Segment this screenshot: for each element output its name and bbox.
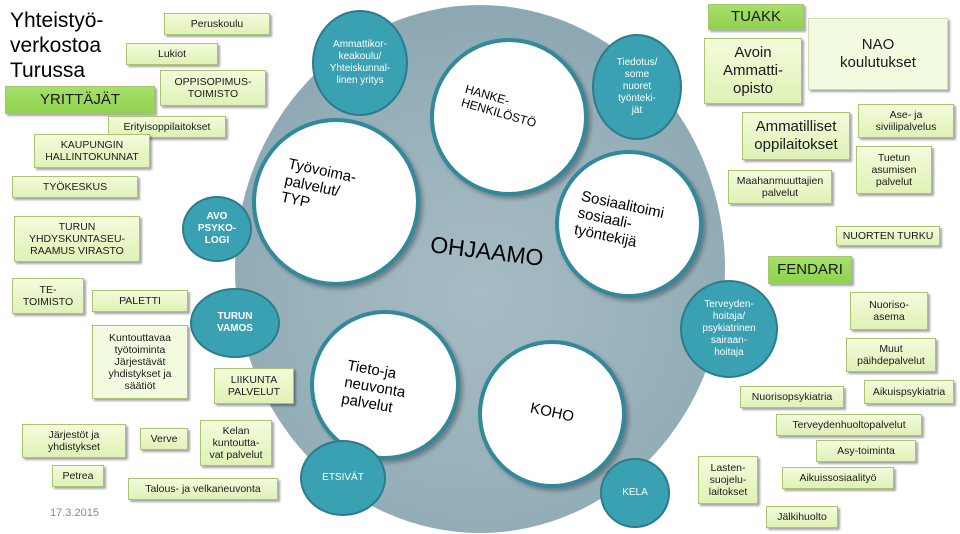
box-tuakk: TUAKK [708, 4, 804, 30]
box-talous: Talous- ja velkaneuvonta [128, 478, 278, 500]
circle-tyovoima: Työvoima- palvelut/ TYP [252, 118, 420, 286]
circle-terveydenhoitaja: Terveyden- hoitaja/ psykiatrinen sairaan… [680, 280, 778, 378]
tieto-label: Tieto-ja neuvonta palvelut [340, 357, 407, 417]
box-peruskoulu: Peruskoulu [164, 13, 270, 35]
box-verve: Verve [140, 428, 188, 450]
circle-tiedotus: Tiedotus/ some nuoret työnteki- jät [592, 34, 682, 140]
box-aikuispsyk: Aikuispsykiatria [864, 380, 954, 404]
box-liikunta: LIIKUNTA PALVELUT [214, 368, 294, 404]
box-petrea: Petrea [52, 465, 104, 487]
tyovoima-label: Työvoima- palvelut/ TYP [279, 155, 358, 212]
box-tyokeskus: TYÖKESKUS [12, 176, 138, 198]
box-muut: Muut päihdepalvelut [846, 338, 936, 372]
circle-tieto: Tieto-ja neuvonta palvelut [310, 310, 460, 460]
circle-kela: KELA [600, 458, 670, 528]
box-kelan: Kelan kuntoutta- vat palvelut [200, 420, 272, 466]
box-nuorten-turku: NUORTEN TURKU [836, 226, 940, 246]
box-tuetun: Tuetun asumisen palvelut [856, 146, 932, 194]
koho-label: KOHO [528, 399, 576, 426]
sosiaali-label: Sosiaalitoimi sosiaali- työntekijä [572, 187, 666, 251]
circle-ammattikorkeakoulu: Ammattikor- keakoulu/ Yhteiskunnal- line… [312, 10, 408, 116]
circle-koho: KOHO [478, 340, 626, 488]
box-te: TE- TOIMISTO [12, 278, 84, 314]
box-ase: Ase- ja siviilipalvelus [858, 104, 954, 138]
box-maahanmuuttajien: Maahanmuuttajien palvelut [728, 170, 832, 204]
box-lukiot: Lukiot [126, 43, 218, 65]
box-kaupungin: KAUPUNGIN HALLINTOKUNNAT [34, 134, 150, 168]
page-title: Yhteistyö- verkostoa Turussa [10, 9, 104, 82]
circle-etsivat: ETSIVÄT [300, 440, 386, 516]
date-label: 17.3.2015 [50, 507, 99, 519]
box-aikuissos: Aikuissosiaalityö [782, 467, 894, 489]
box-erityis: Erityisoppilaitokset [108, 116, 226, 138]
box-yrittajat: YRITTÄJÄT [5, 86, 155, 114]
box-nuoriso: Nuoriso- asema [850, 292, 928, 330]
circle-sosiaali: Sosiaalitoimi sosiaali- työntekijä [555, 150, 703, 298]
circle-avo-psykologi: AVO PSYKO- LOGI [182, 196, 252, 262]
hanke-label: HANKE- HENKILÖSTÖ [459, 81, 538, 131]
box-terveydenhuolto: Terveydenhuoltopalvelut [776, 414, 922, 436]
box-avoin: Avoin Ammatti- opisto [704, 38, 802, 104]
box-lasten: Lasten- suojelu- laitokset [698, 456, 758, 504]
box-asy: Asy-toiminta [816, 440, 916, 462]
box-nuorisopsyk: Nuorisopsykiatria [740, 386, 844, 408]
box-jalkihuolto: Jälkihuolto [766, 506, 838, 528]
box-fendari: FENDARI [768, 256, 852, 284]
circle-turun-vamos: TURUN VAMOS [190, 288, 280, 358]
box-ammatilliset: Ammatilliset oppilaitokset [742, 112, 850, 160]
box-kuntouttava: Kuntouttavaa työtoiminta Järjestävät yhd… [92, 325, 188, 399]
circle-hanke: HANKE- HENKILÖSTÖ [430, 38, 588, 196]
box-jarjestot: Järjestöt ja yhdistykset [22, 424, 126, 458]
box-turun-yhd: TURUN YHDYSKUNTASEU- RAAMUS VIRASTO [14, 216, 140, 262]
box-nao: NAO koulutukset [808, 18, 948, 90]
box-paletti: PALETTI [92, 290, 188, 312]
box-oppisopimus: OPPISOPIMUS- TOIMISTO [160, 70, 266, 106]
